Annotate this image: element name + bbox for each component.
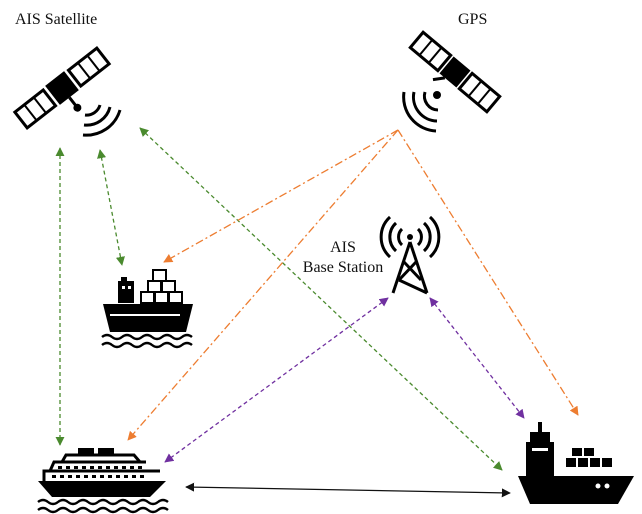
ais-base-station-label-line1: AIS	[330, 239, 356, 256]
cargo-ship-icon	[101, 269, 193, 349]
link-cruise-ship-container-ship	[185, 482, 511, 498]
gps-links	[127, 129, 579, 441]
link-ais-satellite-cargo-ship	[97, 149, 125, 266]
gps-label: GPS	[458, 11, 487, 28]
satellite-icon	[12, 45, 122, 137]
base-station-links	[164, 297, 525, 463]
ais-satellite-label: AIS Satellite	[15, 11, 97, 28]
link-base-station-container-ship	[429, 297, 525, 419]
link-ais-satellite-container-ship	[139, 127, 503, 471]
gps-satellite-icon	[402, 30, 502, 133]
container-ship-icon	[518, 422, 634, 504]
link-gps-cargo-ship	[163, 129, 399, 263]
cruise-ship-icon	[37, 448, 169, 514]
radio-tower-icon	[379, 215, 441, 295]
ais-base-station-label-line2: Base Station	[303, 259, 383, 276]
link-base-station-cruise-ship	[164, 297, 389, 463]
